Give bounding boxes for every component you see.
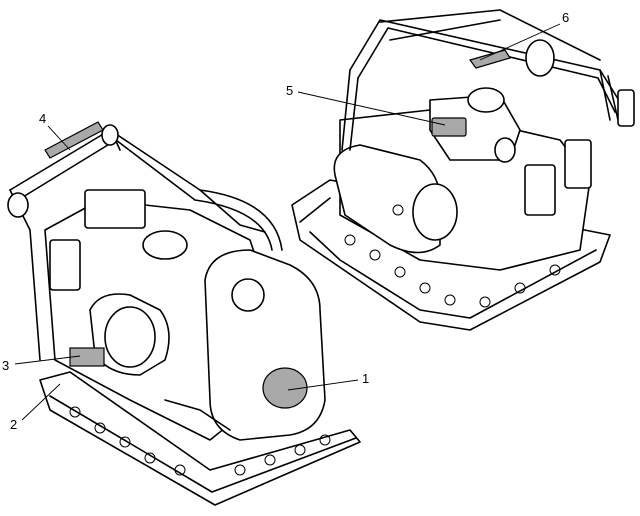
front-fuel-cap bbox=[142, 230, 188, 260]
front-engine-top bbox=[84, 189, 146, 229]
rear-decal-6 bbox=[468, 49, 511, 69]
front-muffler bbox=[49, 239, 81, 291]
callout-4: 4 bbox=[39, 111, 47, 126]
callout-6: 6 bbox=[562, 10, 570, 25]
callout-1: 1 bbox=[362, 371, 370, 386]
leader-line-5 bbox=[297, 91, 446, 126]
leader-line-6 bbox=[479, 23, 561, 61]
leader-line-2 bbox=[21, 383, 61, 421]
belt-guard bbox=[333, 144, 441, 254]
callout-2: 2 bbox=[10, 417, 18, 432]
front-panel bbox=[204, 249, 326, 441]
front-decal-1 bbox=[262, 367, 308, 409]
front-panel-hole bbox=[231, 278, 265, 312]
front-plate-bolts bbox=[69, 406, 331, 476]
belt-guard-window bbox=[412, 183, 458, 241]
rear-plate-bolts bbox=[344, 234, 561, 308]
rear-muffler bbox=[564, 139, 592, 189]
rear-knob bbox=[525, 39, 555, 77]
callout-3: 3 bbox=[2, 358, 10, 373]
rear-decal-5 bbox=[431, 117, 467, 137]
leader-line-1 bbox=[287, 379, 359, 391]
front-base-plate bbox=[39, 371, 361, 506]
callout-5: 5 bbox=[286, 83, 294, 98]
leader-line-3 bbox=[14, 355, 81, 365]
compactor-front-view bbox=[7, 121, 361, 506]
rear-fuel-cap bbox=[467, 87, 505, 113]
compactor-rear-view bbox=[291, 9, 635, 331]
leader-line-4 bbox=[47, 125, 71, 151]
